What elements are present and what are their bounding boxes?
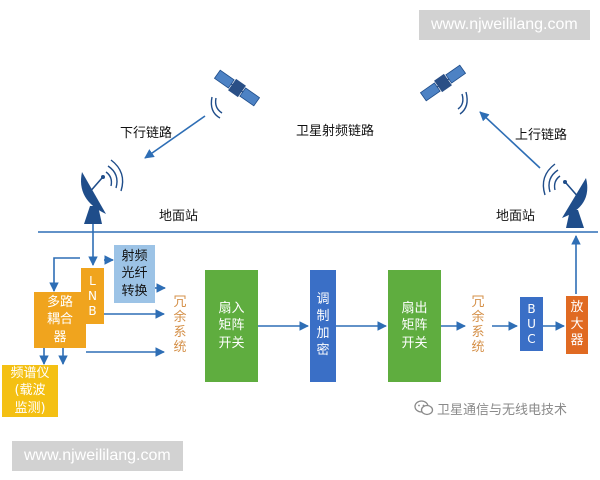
amplifier-block: 放 大 器 (566, 296, 588, 354)
redundancy-right-label: 冗 余 系 统 (471, 295, 485, 355)
dish-antenna-icon (81, 159, 124, 224)
ground-station-right-label: 地面站 (496, 209, 536, 224)
lnb-block: L N B (81, 268, 104, 324)
downlink-arrow (144, 115, 206, 159)
watermark-top: www.njweililang.com (419, 10, 590, 40)
ground-station-left-label: 地面站 (159, 209, 199, 224)
downlink-label: 下行链路 (120, 126, 173, 141)
uplink-label: 上行链路 (515, 128, 568, 143)
dish-antenna-icon (542, 163, 588, 228)
wechat-icon (414, 400, 434, 416)
source-caption: 卫星通信与无线电技术 (437, 403, 568, 418)
satellite-icon (213, 69, 261, 107)
fan-out-matrix-switch-block: 扇出 矩阵 开关 (388, 270, 441, 382)
rf-fiber-converter-block: 射频 光纤 转换 (114, 245, 155, 303)
modulation-encryption-block: 调 制 加 密 (310, 270, 336, 382)
spectrum-analyzer-block: 频谱仪 (载波 监测) (2, 365, 58, 417)
buc-block: B U C (520, 297, 543, 351)
satellite-icon (419, 64, 467, 102)
watermark-bottom: www.njweililang.com (12, 441, 183, 471)
uplink-arrow (479, 111, 541, 169)
multiplexer-block: 多路 耦合 器 (34, 292, 86, 348)
satellite-link-label: 卫星射频链路 (296, 124, 375, 139)
redundancy-left-label: 冗 余 系 统 (173, 295, 187, 355)
fan-in-matrix-switch-block: 扇入 矩阵 开关 (205, 270, 258, 382)
